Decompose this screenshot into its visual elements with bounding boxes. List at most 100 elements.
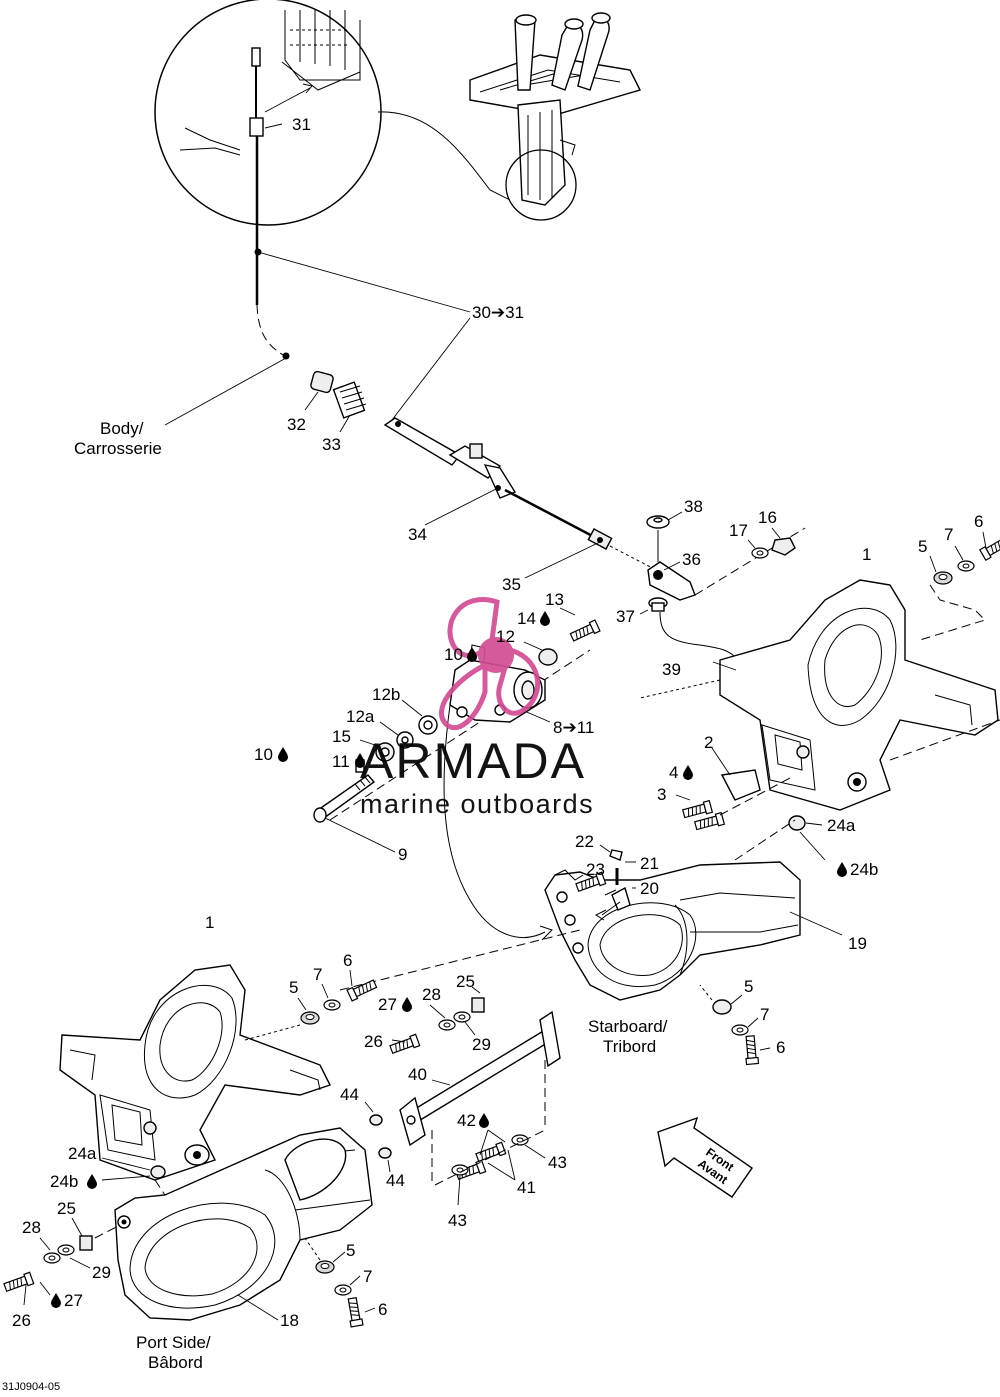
part-13-bolt (559, 607, 601, 644)
control-cable (164, 225, 471, 426)
callout-44-lower: 44 (386, 1171, 405, 1190)
part-15-spacer (359, 739, 395, 762)
nozzle-18-port (114, 1127, 373, 1321)
label-starboard-en: Starboard/ (588, 1017, 668, 1036)
callout-29-left: 29 (92, 1263, 111, 1282)
part-40-tie-bar (399, 1010, 561, 1185)
callout-41: 41 (517, 1178, 536, 1197)
callout-13: 13 (545, 590, 564, 609)
control-box (469, 12, 642, 221)
callout-3: 3 (657, 785, 666, 804)
part-25-29-middle (388, 986, 485, 1056)
callout-42: 42 (457, 1111, 476, 1130)
callout-10-top: 10 (444, 645, 463, 664)
part-37-bushing (639, 597, 739, 661)
part-2-plate (711, 747, 761, 801)
callout-9: 9 (398, 845, 407, 864)
label-port-en: Port Side/ (136, 1333, 211, 1352)
part-34-cable-end (383, 417, 686, 586)
callout-14: 14 (517, 609, 536, 628)
callout-28-left: 28 (22, 1218, 41, 1237)
label-body-en: Body/ (100, 419, 144, 438)
callout-5-port: 5 (346, 1241, 355, 1260)
callout-31: 31 (292, 115, 311, 134)
callout-24b-left: 24b (50, 1172, 78, 1191)
part-5-7-6-top-right (919, 531, 1000, 641)
callout-18: 18 (280, 1311, 299, 1330)
part-24a-bushing-right (788, 815, 826, 861)
callout-8-11: 8➔11 (553, 718, 594, 737)
callout-15: 15 (332, 727, 351, 746)
watermark-propeller-logo (439, 597, 541, 731)
callout-24a-right: 24a (827, 816, 856, 835)
callout-33: 33 (322, 435, 341, 454)
callout-24b-right: 24b (850, 860, 878, 879)
callout-6-top: 6 (974, 512, 983, 531)
bracket-1-left (59, 964, 331, 1181)
direction-arrow: Front Avant (657, 1116, 753, 1198)
callout-21: 21 (640, 854, 659, 873)
callout-27-left: 27 (64, 1291, 83, 1310)
part-16-nut (771, 527, 796, 556)
part-36-ball-joint (647, 561, 696, 601)
callout-43-bottom: 43 (448, 1211, 467, 1230)
callout-25-left: 25 (57, 1199, 76, 1218)
part-44-spacers (364, 1101, 392, 1173)
callout-39: 39 (662, 660, 681, 679)
callout-35: 35 (502, 575, 521, 594)
callout-29-mid: 29 (472, 1035, 491, 1054)
callout-26-mid: 26 (364, 1032, 383, 1051)
callout-12a: 12a (346, 707, 375, 726)
callout-7-port: 7 (363, 1267, 372, 1286)
label-starboard-fr: Tribord (603, 1037, 656, 1056)
detail-circle (154, 0, 382, 226)
callout-43-right: 43 (548, 1153, 567, 1172)
callout-25-mid: 25 (456, 972, 475, 991)
callout-22: 22 (575, 832, 594, 851)
callouts: 31 30➔31 32 33 34 35 38 36 37 17 16 1 5 … (12, 115, 983, 1330)
callout-44-upper: 44 (340, 1085, 359, 1104)
callout-12b: 12b (372, 685, 400, 704)
callout-6-mid: 6 (343, 951, 352, 970)
part-3-screws (675, 777, 791, 833)
watermark-tagline: marine outboards (360, 789, 594, 819)
callout-16: 16 (758, 508, 777, 527)
callout-32: 32 (287, 415, 306, 434)
axis-upper (329, 527, 806, 821)
callout-38: 38 (684, 497, 703, 516)
callout-10-left: 10 (254, 745, 273, 764)
part-32-nut (304, 370, 334, 411)
callout-6-port: 6 (378, 1300, 387, 1319)
connector-line (377, 111, 511, 201)
callout-11: 11 (332, 752, 350, 771)
callout-20: 20 (640, 879, 659, 898)
part-20-21-22-23 (574, 844, 636, 921)
watermark-brand: ARMADA (360, 733, 586, 789)
callout-2: 2 (704, 733, 713, 752)
callout-40: 40 (408, 1065, 427, 1084)
watermark: ARMADA marine outboards (360, 597, 594, 819)
callout-5-top: 5 (918, 537, 927, 556)
part-12a-washer (379, 721, 414, 749)
part-25-29-left (2, 1217, 121, 1306)
callout-1-top: 1 (862, 545, 871, 564)
diagram-code: 31J0904-05 (2, 1381, 61, 1393)
callout-7-top: 7 (944, 525, 953, 544)
callout-1-left: 1 (205, 913, 214, 932)
callout-26-left: 26 (12, 1311, 31, 1330)
callout-7-mid: 7 (313, 965, 322, 984)
bracket-1-top-right (639, 579, 1000, 811)
part-41-43 (434, 1129, 546, 1206)
part-24a-bushing-left (101, 1157, 166, 1181)
label-port-fr: Bâbord (148, 1353, 203, 1372)
part-38-cap (646, 511, 683, 562)
callout-17: 17 (729, 521, 748, 540)
callout-19: 19 (848, 934, 867, 953)
callout-37: 37 (616, 607, 635, 626)
part-33-fitting (332, 381, 367, 433)
part-12-bushing (523, 641, 558, 666)
callout-23: 23 (586, 860, 605, 879)
callout-5-mid: 5 (289, 978, 298, 997)
part-12b-washer (401, 699, 438, 735)
callout-36: 36 (682, 550, 701, 569)
